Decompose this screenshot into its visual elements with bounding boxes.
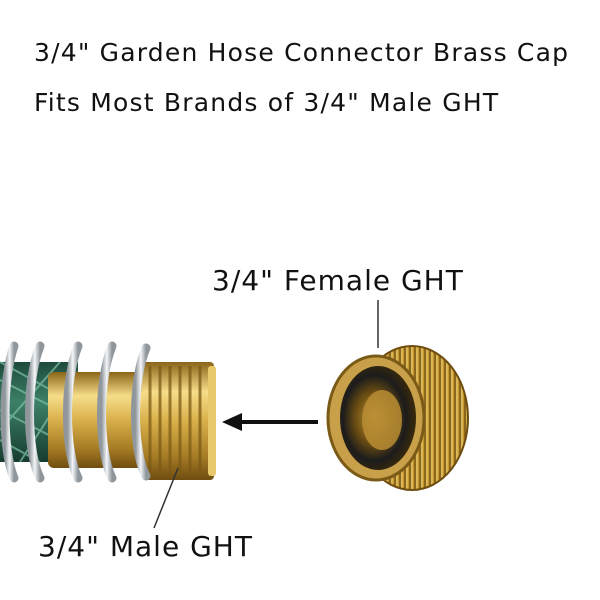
left-arrow-icon [222, 413, 318, 431]
male-callout-line [153, 467, 179, 529]
headline-line-2: Fits Most Brands of 3/4" Male GHT [34, 88, 500, 117]
female-ght-label: 3/4" Female GHT [212, 264, 464, 297]
male-ght-label: 3/4" Male GHT [38, 530, 253, 563]
headline-line-1: 3/4" Garden Hose Connector Brass Cap [34, 38, 570, 67]
spring-guard [0, 341, 151, 483]
brass-hose-cap [326, 345, 469, 491]
brass-collar [48, 372, 144, 468]
male-thread-end [142, 362, 216, 480]
